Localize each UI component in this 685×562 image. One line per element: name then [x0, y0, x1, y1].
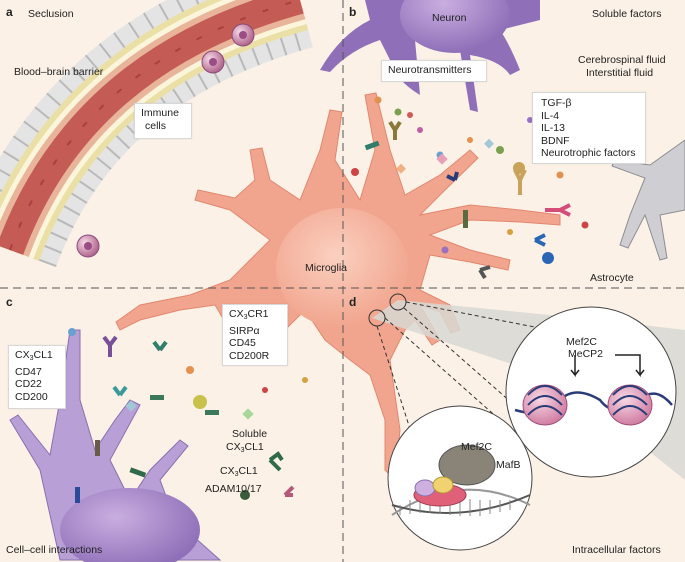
panel-b-title: Soluble factors [592, 8, 662, 20]
receptor-item: SIRPα [229, 324, 260, 337]
blood-brain-barrier [0, 0, 314, 268]
mecp2-label: MeCP2 [568, 348, 604, 360]
soluble-cx3cl1-label: CX3CL1 [226, 441, 264, 454]
chromatin-zoom-circle [505, 306, 677, 478]
dna-zoom-circle [387, 405, 533, 551]
immune-cell [231, 23, 255, 47]
ligand-item: CD47 [15, 365, 42, 378]
mef2c-top-label: Mef2C [566, 336, 597, 348]
immune-cell [76, 234, 100, 258]
factor-item: TGF-β [541, 97, 572, 109]
immune-cells-label-box: Immune cells [134, 103, 192, 139]
microglia-label: Microglia [305, 262, 348, 274]
immune-cell [201, 50, 225, 74]
mafb-label: MafB [496, 459, 521, 471]
panel-c-letter: c [6, 295, 13, 309]
factor-item: IL-13 [541, 122, 565, 134]
neuron-ligands-box: CX3CL1 CD47 CD22 CD200 [8, 345, 66, 409]
ligand-item: CD200 [15, 390, 48, 403]
immune-label-line1: Immune [141, 107, 179, 119]
astrocyte-label: Astrocyte [590, 272, 634, 284]
ligand-item: CD22 [15, 378, 42, 390]
isf-label: Interstitial fluid [586, 67, 654, 79]
panel-a-title: Seclusion [28, 8, 74, 20]
receptors [75, 120, 571, 503]
cx3cl1-label: CX3CL1 [220, 465, 258, 478]
csf-label: Cerebrospinal fluid [578, 54, 666, 66]
ligand-item: CX3CL1 [15, 349, 53, 362]
factor-item: IL-4 [541, 109, 560, 122]
soluble-label: Soluble [232, 428, 268, 440]
microglia-receptors-box: CX3CR1 SIRPα CD45 CD200R [222, 304, 288, 366]
receptor-item: CD200R [229, 349, 270, 362]
panel-a-letter: a [6, 5, 13, 19]
panel-d-letter: d [349, 295, 357, 309]
neurotransmitters-label: Neurotransmitters [388, 64, 472, 76]
neuron-top [320, 0, 540, 112]
factor-item: BDNF [541, 134, 570, 147]
receptor-item: CX3CR1 [229, 308, 269, 321]
panel-c-title: Cell–cell interactions [6, 544, 103, 556]
factor-item: Neurotrophic factors [541, 147, 636, 159]
bbb-label: Blood–brain barrier [14, 66, 104, 78]
neurotransmitters-label-box: Neurotransmitters [381, 60, 487, 82]
neuron-label: Neuron [432, 12, 467, 24]
adam-label: ADAM10/17 [205, 483, 262, 495]
soluble-factors-box: TGF-β IL-4 IL-13 BDNF Neurotrophic facto… [532, 92, 646, 164]
mef2c-bottom-label: Mef2C [461, 441, 492, 453]
panel-d-title: Intracellular factors [572, 544, 661, 556]
panel-b-letter: b [349, 5, 357, 19]
receptor-item: CD45 [229, 337, 256, 349]
immune-label-line2: cells [145, 119, 167, 132]
